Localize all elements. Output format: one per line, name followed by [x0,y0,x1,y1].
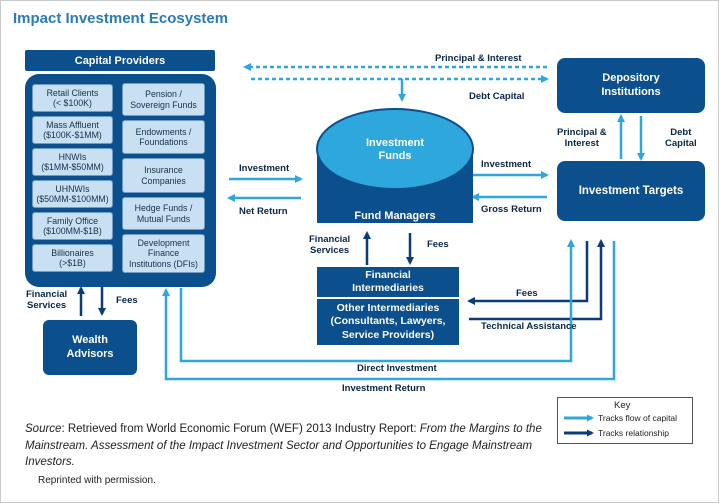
net-return-label: Net Return [239,206,288,217]
diagram-title: Impact Investment Ecosystem [13,10,229,27]
fund-managers-label: Fund Managers [354,210,436,222]
capital-provider-cell: Retail Clients (< $100K) [32,84,113,112]
gross-return-label: Gross Return [481,204,542,215]
fees-right-label: Fees [516,288,538,299]
fees-right-arrow [467,241,589,305]
legend-box: Key Tracks flow of capital Tracks relati… [557,397,693,444]
capital-providers-header: Capital Providers [25,50,215,71]
debt-capital-right-label: Debt Capital [665,127,697,149]
wealth-advisors-node: Wealth Advisors [43,320,137,375]
technical-assistance-arrow [469,239,605,321]
investment-return-arrow [162,241,616,381]
capital-provider-cell: Development Finance Institutions (DFIs) [122,234,205,273]
capital-provider-cell: Mass Affluent ($100K-$1MM) [32,116,113,144]
capital-provider-cell: Family Office ($100MM-$1B) [32,212,113,240]
debt-capital-top-label: Debt Capital [469,91,525,102]
direct-investment-label: Direct Investment [357,363,437,374]
legend-title: Key [614,400,631,411]
other-intermediaries-node: Other Intermediaries (Consultants, Lawye… [317,299,459,345]
financial-services-mid-label: Financial Services [309,234,351,256]
principal-interest-right-label: Principal & Interest [557,127,607,149]
capital-provider-cell: Pension / Sovereign Funds [122,83,205,116]
capital-provider-cell: Endowments / Foundations [122,120,205,154]
reprinted-note: Reprinted with permission. [38,475,156,486]
capital-provider-cell: HNWIs ($1MM-$50MM) [32,148,113,176]
investment-right-label: Investment [481,159,532,170]
depository-institutions-node: Depository Institutions [557,58,705,113]
legend-swatches [564,414,594,437]
investment-targets-node: Investment Targets [557,161,705,221]
investment-left-label: Investment [239,163,290,174]
capital-provider-cell: UHNWIs ($50MM-$100MM) [32,180,113,208]
direct-investment-arrow [179,239,575,363]
investment-funds-top [316,108,474,190]
source-text: : Retrieved from World Economic Forum (W… [61,423,420,435]
capital-provider-cell: Insurance Companies [122,158,205,193]
fees-left-label: Fees [116,295,138,306]
capital-provider-cell: Billionaires (>$1B) [32,244,113,272]
source-prefix: Source [25,423,62,435]
legend-relationship: Tracks relationship [598,428,670,438]
fees-mid-label: Fees [427,239,449,250]
technical-assistance-label: Technical Assistance [481,321,577,332]
investment-funds-label: Investment Funds [365,137,425,163]
legend-flow-of-capital: Tracks flow of capital [598,413,678,423]
principal-interest-top-label: Principal & Interest [435,53,522,64]
source-citation: Source: Retrieved from World Economic Fo… [25,421,545,471]
financial-services-left-label: Financial Services [26,289,68,311]
investment-return-label: Investment Return [342,383,426,394]
source-title: From the Margins to the Mainstream. Asse… [25,423,542,469]
financial-intermediaries-node: Financial Intermediaries [317,267,459,297]
capital-provider-cell: Hedge Funds / Mutual Funds [122,197,205,230]
